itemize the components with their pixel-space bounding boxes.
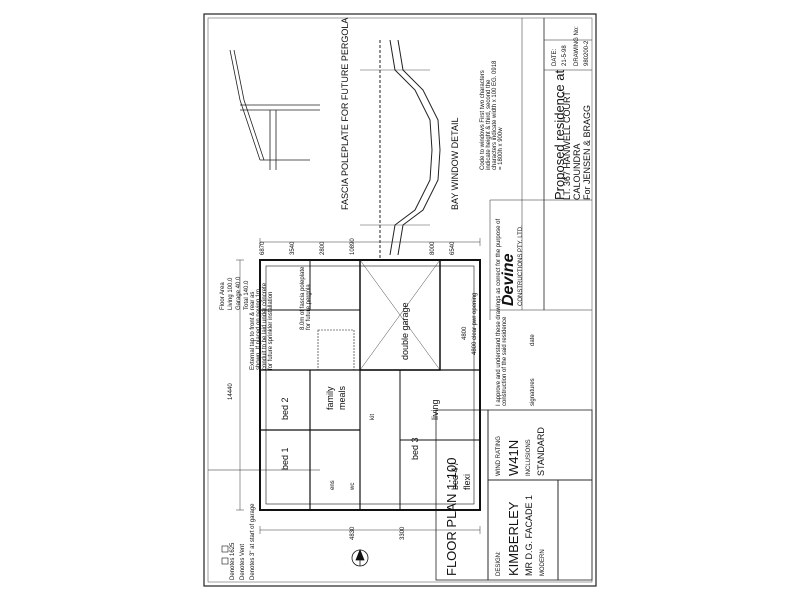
legend-1625: Denotes 1625: [230, 542, 236, 580]
bay-window-title: BAY WINDOW DETAIL: [450, 117, 460, 210]
wind-label: WIND RATING: [496, 436, 502, 476]
dim-garage-door: 4800 clear pwr opening: [472, 292, 478, 355]
suburb: CALOUNDRA: [572, 143, 582, 200]
signatures-label: signatures: [530, 378, 536, 406]
floor-area-heading: Floor Area: [220, 282, 226, 310]
design-label: DESIGN:: [496, 551, 502, 576]
design-name: KIMBERLEY: [506, 501, 521, 576]
room-bed3: bed 3: [410, 437, 420, 460]
design-style: MODERN: [540, 549, 546, 576]
date-value: 21-5-98: [562, 45, 568, 66]
date-label: DATE:: [552, 48, 558, 66]
room-double-garage: double garage: [400, 302, 410, 360]
dim-left-overall: 14440: [228, 383, 234, 400]
drawing-no-value: 980200-2: [584, 40, 590, 66]
dim-right-b: 6540: [450, 241, 456, 255]
facade: MR D.G. FACADE 1: [524, 494, 534, 576]
floor-area-garage: Garage 40.0: [236, 276, 242, 310]
external-tap-note: External tap to front & rear as shown. I…: [250, 282, 274, 370]
room-wc: wc: [350, 482, 356, 490]
client-name: For JENSEN & BRAGG: [582, 104, 592, 200]
room-kit: kit: [370, 414, 376, 420]
dim-garage-width: 4800: [462, 326, 468, 340]
wind-value: W41N: [506, 439, 521, 476]
room-meals: meals: [337, 385, 347, 410]
room-bed2: bed 2: [280, 397, 290, 420]
dim-top-c: 2800: [320, 241, 326, 255]
drawing-sheet: Proposed residence at LT. 367 HANWELL CO…: [200, 10, 600, 590]
floor-area-living: Living 100.0: [228, 277, 234, 310]
brand-sub: CONSTRUCTIONS PTY. LTD.: [518, 225, 524, 306]
room-living: living: [430, 399, 440, 420]
inclusions-value: STANDARD: [536, 427, 546, 476]
inclusions-label: INCLUSIONS: [526, 439, 532, 476]
dim-right-a: 8000: [430, 241, 436, 255]
lot-line: LT. 367 HANWELL COURT: [562, 91, 572, 200]
dim-top-b: 3540: [290, 241, 296, 255]
floor-plan-drawing: [203, 13, 597, 587]
legend-vent: Denotes Vent: [240, 543, 246, 580]
room-family: family: [325, 386, 335, 410]
fascia-detail-title: FASCIA POLEPLATE FOR FUTURE PERGOLA: [340, 17, 350, 210]
dim-top-overall: 10890: [350, 238, 356, 255]
dim-bottom-b: 3300: [400, 526, 406, 540]
dim-bottom-a: 4830: [350, 526, 356, 540]
room-bed4: bed 4 /: [450, 462, 460, 490]
drawing-no-label: DRAWING No:: [574, 26, 580, 66]
room-ens: ens: [330, 480, 336, 490]
fascia-note: 8.0m of fascia poleplate for future perg…: [300, 266, 312, 330]
window-code-note: Code to windows First two characters ind…: [480, 60, 504, 170]
approval-text: I approve and understand these drawings …: [496, 218, 508, 406]
legend-garage: Denotes 3" at start of garage: [250, 503, 256, 580]
north-arrow-icon: [351, 548, 369, 567]
date-sign-label: date: [530, 334, 536, 346]
dim-top-a: 6870: [260, 241, 266, 255]
room-flexi: flexi: [462, 473, 472, 490]
room-bed1: bed 1: [280, 447, 290, 470]
